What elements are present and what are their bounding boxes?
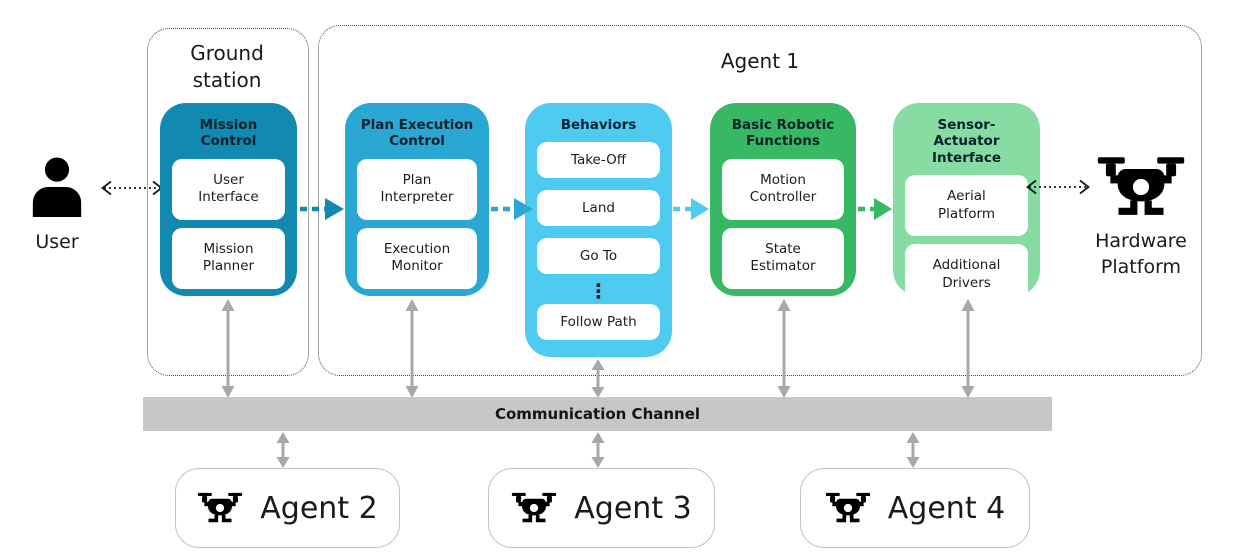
block-title: Sensor-Actuator Interface	[931, 117, 1002, 166]
block-item: Go To	[537, 238, 660, 275]
communication-channel-bar: Communication Channel	[143, 397, 1052, 431]
block-item: Motion Controller	[722, 158, 844, 220]
agent4-drone-icon	[825, 490, 871, 526]
hardware-link-arrow	[1026, 179, 1090, 195]
block-item: Mission Planner	[172, 227, 285, 289]
agent3-label: Agent 3	[574, 490, 692, 526]
agent3-drone-icon	[511, 490, 557, 526]
comm-arrow-agent4	[906, 432, 920, 468]
user-label: User	[35, 231, 79, 253]
behaviors-block: Behaviors Take-Off Land Go To ⋮ Follow P…	[525, 103, 672, 357]
flow-arrow-behaviors-brf	[673, 198, 709, 220]
block-item: Take-Off	[537, 142, 660, 179]
plan-execution-control-block: Plan Execution Control Plan Interpreter …	[345, 103, 489, 296]
block-item: Aerial Platform	[905, 175, 1028, 237]
mission-control-block: Mission Control User Interface Mission P…	[160, 103, 297, 296]
comm-arrow-agent2	[276, 432, 290, 468]
communication-channel-label: Communication Channel	[494, 405, 701, 423]
agent3-box: Agent 3	[488, 468, 715, 548]
agent2-box: Agent 2	[175, 468, 400, 548]
hardware-platform-label: Hardware Platform	[1095, 230, 1187, 278]
block-title: Mission Control	[199, 117, 258, 150]
flow-arrow-mc-pec	[300, 198, 344, 220]
ground-station-label: Ground station	[190, 41, 264, 92]
flow-arrow-brf-sai	[858, 198, 892, 220]
block-item: Follow Path	[537, 304, 660, 341]
agent1-label: Agent 1	[720, 49, 800, 73]
user-link-arrow	[101, 180, 163, 196]
block-item: User Interface	[172, 158, 285, 220]
block-title: Plan Execution Control	[360, 117, 474, 150]
block-title: Basic Robotic Functions	[731, 117, 835, 150]
agent4-box: Agent 4	[800, 468, 1030, 548]
comm-arrow-behaviors	[591, 359, 605, 398]
comm-arrow-plan-execution	[405, 299, 419, 398]
block-item: Land	[537, 190, 660, 227]
block-title: Behaviors	[560, 117, 637, 133]
block-item: Execution Monitor	[357, 227, 477, 289]
basic-robotic-functions-block: Basic Robotic Functions Motion Controlle…	[710, 103, 856, 296]
agent2-drone-icon	[197, 490, 243, 526]
sensor-actuator-interface-block: Sensor-Actuator Interface Aerial Platfor…	[893, 103, 1040, 306]
ellipsis-icon: ⋮	[588, 279, 609, 304]
block-item: Plan Interpreter	[357, 158, 477, 220]
comm-arrow-mission-control	[221, 299, 235, 398]
comm-arrow-sensor-actuator	[961, 299, 975, 398]
agent1-container	[318, 25, 1202, 376]
user-icon	[32, 157, 82, 217]
block-item: State Estimator	[722, 227, 844, 289]
comm-arrow-basic-robotic	[777, 299, 791, 398]
flow-arrow-pec-behaviors	[491, 198, 533, 220]
agent2-label: Agent 2	[260, 490, 378, 526]
comm-arrow-agent3	[591, 432, 605, 468]
hardware-drone-icon	[1096, 151, 1186, 223]
agent4-label: Agent 4	[887, 490, 1006, 526]
block-item: Additional Drivers	[905, 244, 1028, 306]
